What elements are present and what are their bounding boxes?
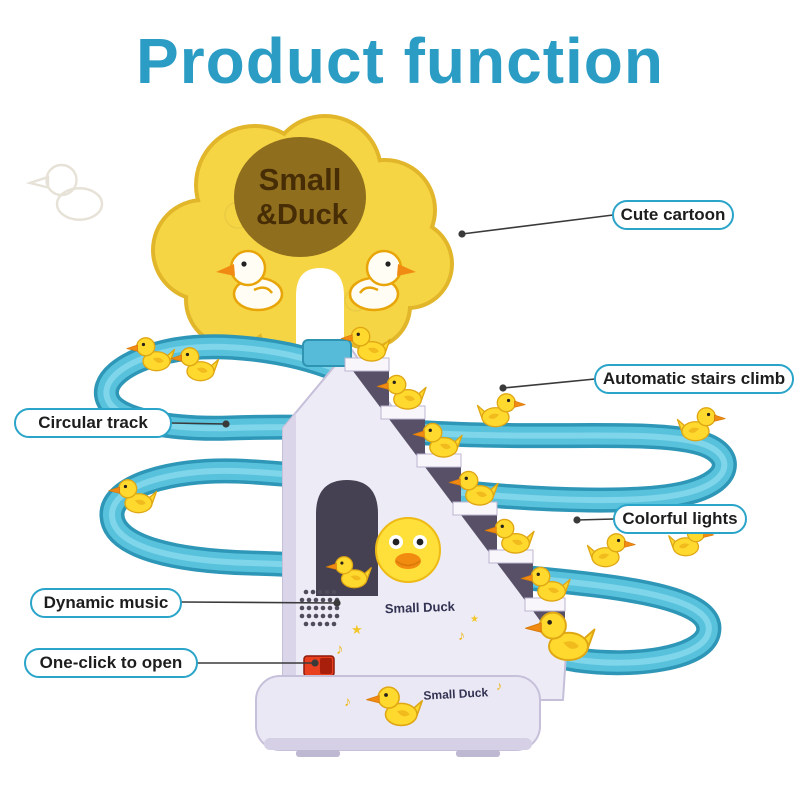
sign-duck-icon: [348, 249, 416, 312]
speaker-grille: [299, 589, 340, 627]
callout-circular-track: Circular track: [14, 408, 172, 438]
music-note-icon: ♪: [496, 679, 502, 693]
callout-dot: [311, 659, 319, 667]
callout-cute-cartoon: Cute cartoon: [612, 200, 734, 230]
callout-line-cute-cartoon: [461, 214, 614, 235]
callout-one-click-to-open: One-click to open: [24, 648, 198, 678]
callout-line-circular-track: [170, 422, 227, 425]
power-switch: [303, 655, 335, 677]
star-icon: ★: [470, 614, 479, 625]
tower-brand-label: Small Duck: [385, 599, 456, 616]
callout-dot: [333, 599, 341, 607]
callout-dot: [499, 384, 507, 392]
big-duck-face-icon: [375, 517, 441, 583]
duck-figure: [586, 533, 636, 568]
callout-label: Dynamic music: [43, 593, 169, 612]
base-brand-label: Small Duck: [423, 685, 489, 702]
callout-label: Circular track: [38, 413, 148, 432]
callout-lines: [170, 214, 615, 667]
staircase: [344, 357, 566, 655]
callout-dot: [222, 420, 230, 428]
callout-dynamic-music: Dynamic music: [30, 588, 182, 618]
music-note-icon: ♪: [344, 693, 351, 709]
base-foot: [296, 750, 340, 757]
callout-label: Automatic stairs climb: [602, 369, 786, 388]
base-foot: [456, 750, 500, 757]
callout-dot: [458, 230, 466, 238]
stair-tower: Small Duck ★ ♪ ♪ ★: [282, 326, 571, 701]
callout-label: One-click to open: [39, 653, 183, 672]
callout-label: Cute cartoon: [620, 205, 726, 224]
callout-automatic-stairs-climb: Automatic stairs climb: [594, 364, 794, 394]
sign-title-line1: Small: [259, 162, 342, 197]
tower-shade: [283, 413, 296, 700]
callout-colorful-lights: Colorful lights: [613, 504, 747, 534]
callout-dot: [573, 516, 581, 524]
watermark-duck-icon: [28, 163, 104, 221]
sign-duck-icon: [216, 249, 284, 312]
track-start-platform: [302, 339, 352, 367]
callout-line-dynamic-music: [180, 601, 338, 604]
callout-line-automatic-stairs: [502, 378, 596, 389]
sign-title-line2: &Duck: [256, 199, 349, 231]
page-title: Product function: [136, 25, 664, 97]
callout-label: Colorful lights: [622, 509, 738, 528]
duck-figure: [676, 407, 726, 442]
sign-badge: [234, 137, 366, 257]
star-icon: ★: [351, 622, 363, 637]
music-note-icon: ♪: [458, 627, 465, 643]
duck-figure: [476, 393, 526, 428]
music-note-icon: ♪: [336, 641, 344, 658]
callout-line-colorful-lights: [576, 518, 615, 521]
sign: Small &Duck: [151, 114, 454, 372]
base-unit: Small Duck ♪ ♪: [255, 675, 541, 757]
